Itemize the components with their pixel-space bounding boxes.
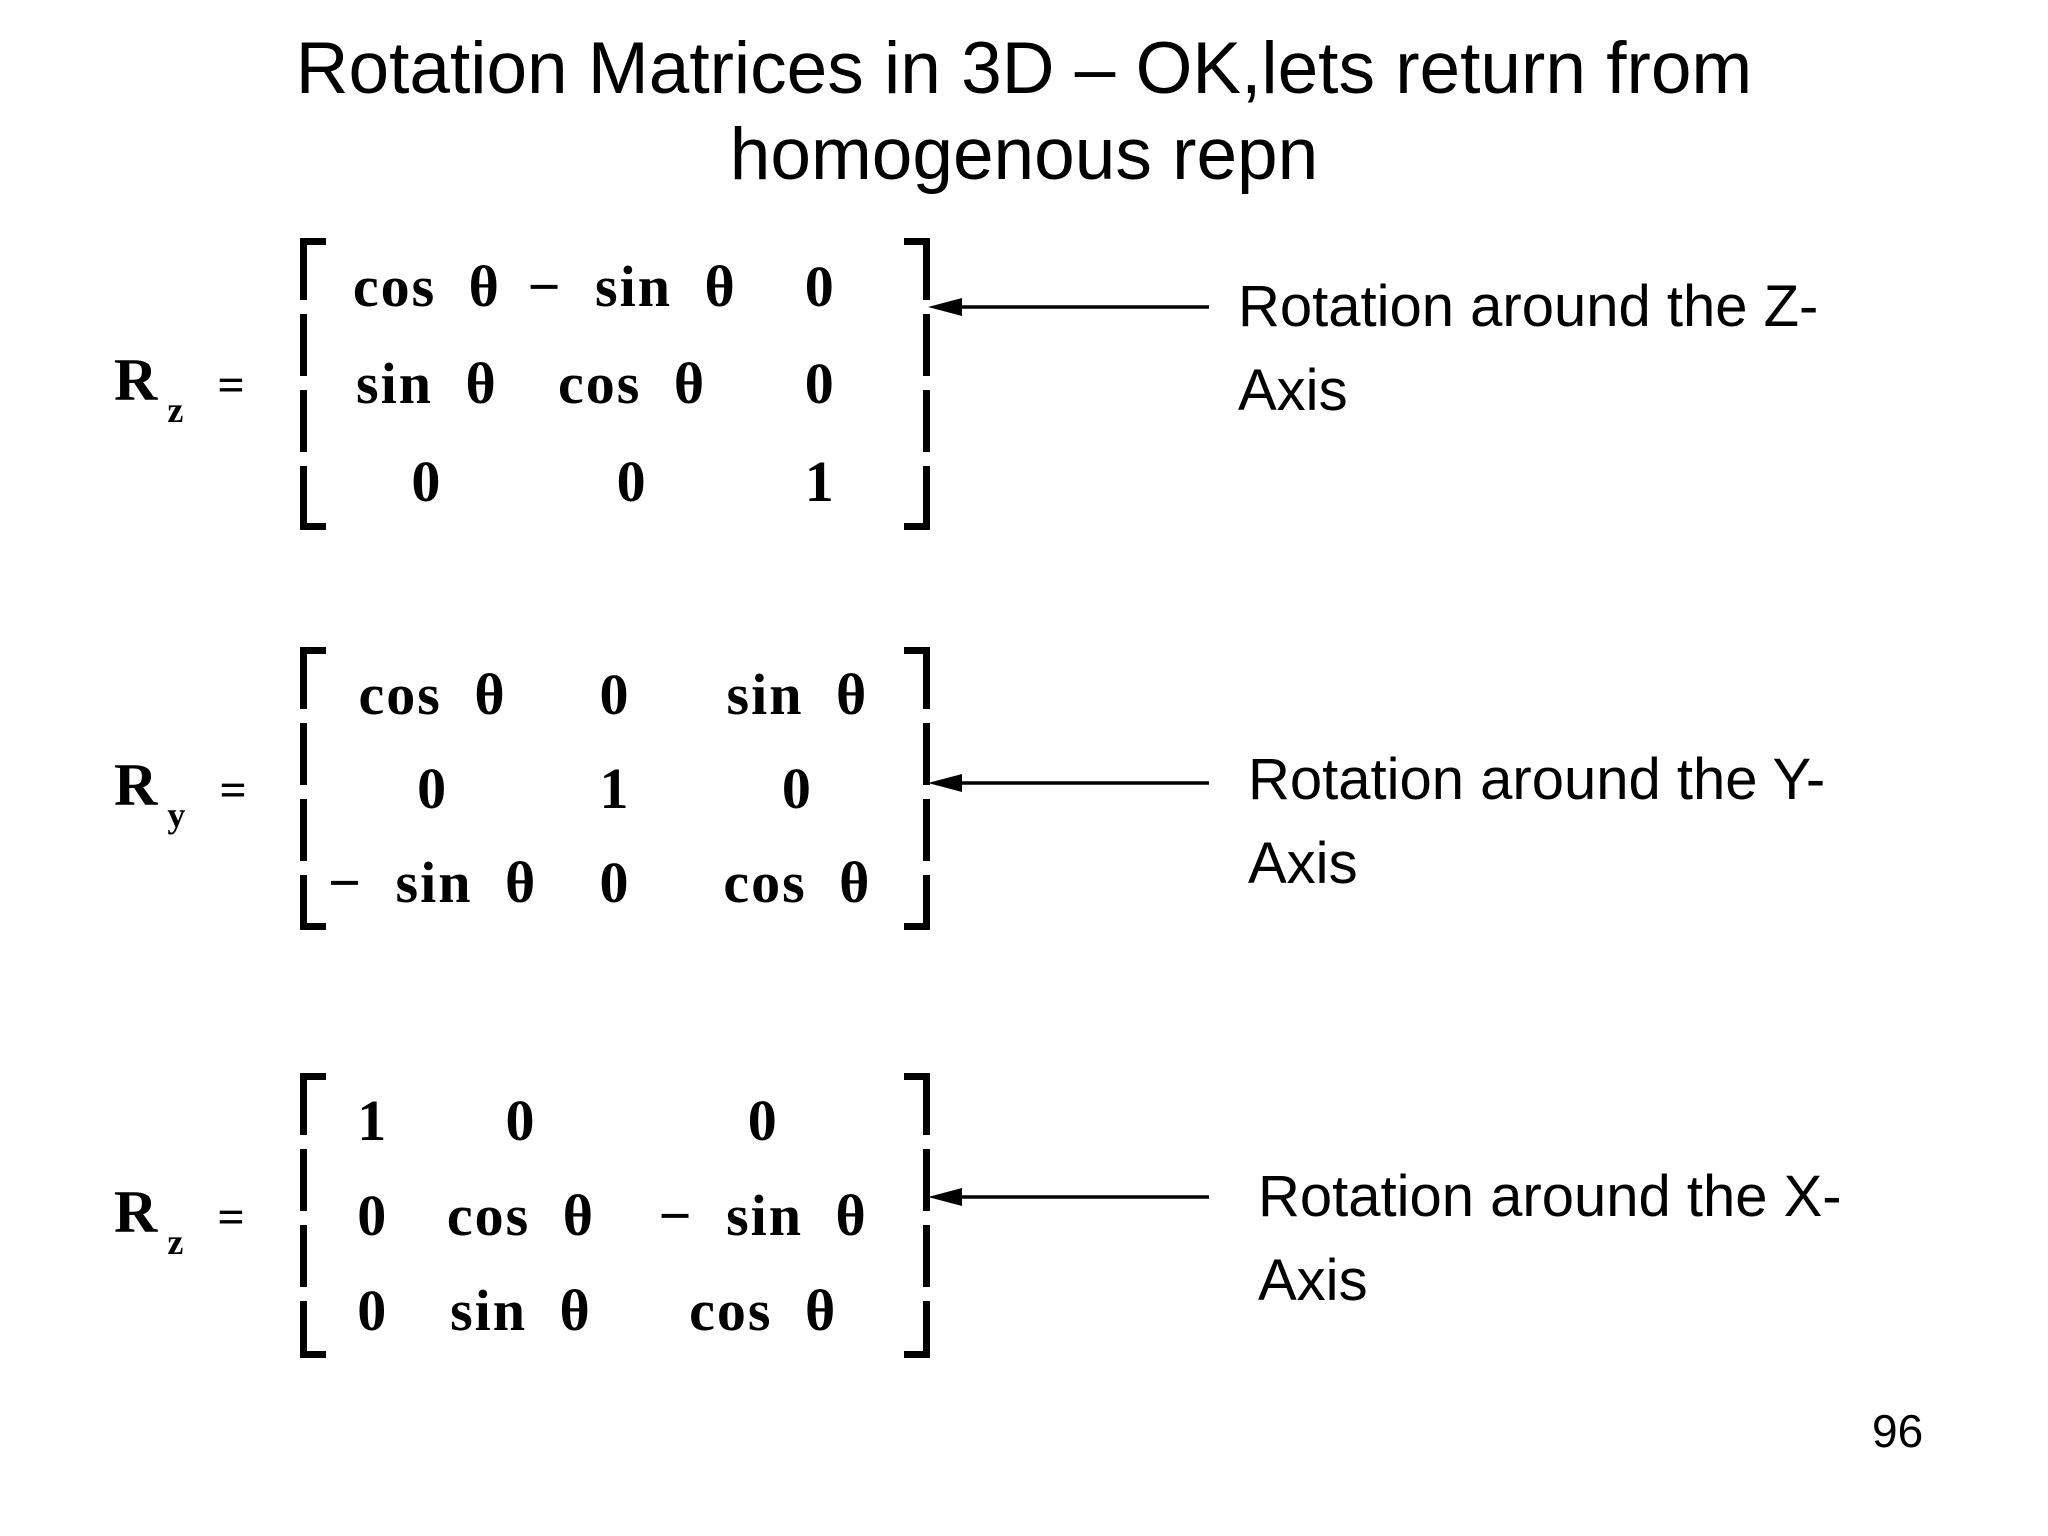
matrix-left-bracket [300, 238, 326, 530]
matrix-cell: 0 [781, 755, 813, 821]
matrix-cell: 0 [804, 254, 836, 320]
annotation-line1: Rotation around the X- [1258, 1164, 1842, 1229]
matrix-cell: − sin θ [527, 254, 737, 320]
rotation-matrix-x: 1 0 0 0 cos θ − sin θ 0 sin θ cos θ [300, 1073, 930, 1358]
annotation-z-axis: Rotation around the Z- Axis [1238, 265, 1898, 433]
slide-title: Rotation Matrices in 3D – OK,lets return… [0, 26, 2048, 198]
annotation-line1: Rotation around the Y- [1248, 747, 1826, 812]
matrix-cell: 0 [357, 1278, 389, 1343]
matrix-cell: cos θ [558, 351, 707, 417]
matrix-label-subscript: z [167, 390, 184, 430]
matrix-left-bracket [300, 1073, 326, 1358]
matrix-cell: 0 [357, 1183, 389, 1248]
matrix-cell: 0 [599, 850, 631, 916]
matrix-cell: 0 [599, 661, 631, 727]
matrix-label-base: R [114, 347, 158, 413]
matrix-label-subscript: z [167, 1222, 184, 1262]
matrix-cell: cos θ [723, 850, 872, 916]
matrix-cell: 0 [505, 1088, 537, 1153]
matrix-label-base: R [114, 1179, 158, 1245]
matrix-cell: − sin θ [658, 1183, 868, 1248]
rotation-matrix-z: cos θ − sin θ 0 sin θ cos θ 0 0 0 1 [300, 238, 930, 530]
annotation-line2: Axis [1258, 1248, 1368, 1313]
matrix-cell: sin θ [450, 1278, 592, 1343]
matrix-right-bracket [904, 238, 930, 530]
matrix-cell: sin θ [356, 351, 498, 417]
annotation-y-axis: Rotation around the Y- Axis [1248, 738, 1908, 906]
left-arrow-icon [928, 298, 1209, 316]
matrix-cell: cos θ [352, 254, 501, 320]
matrix-cell: cos θ [358, 661, 507, 727]
matrix-grid: cos θ − sin θ 0 sin θ cos θ 0 0 0 1 [330, 238, 900, 530]
equals-sign: = [217, 359, 245, 412]
rotation-matrix-y: cos θ 0 sin θ 0 1 0 − sin θ 0 cos θ [300, 647, 930, 930]
slide-title-line1: Rotation Matrices in 3D – OK,lets return… [295, 28, 1753, 109]
left-arrow-icon [928, 774, 1209, 792]
matrix-left-bracket [300, 647, 326, 930]
slide-title-line2: homogenous repn [729, 114, 1319, 195]
annotation-line1: Rotation around the Z- [1238, 274, 1819, 339]
matrix-label-rz2: R z = [114, 1182, 245, 1260]
left-arrow-icon [928, 1188, 1209, 1206]
matrix-cell: 0 [747, 1088, 779, 1153]
matrix-grid: 1 0 0 0 cos θ − sin θ 0 sin θ cos θ [330, 1073, 900, 1358]
equals-sign: = [219, 764, 247, 817]
annotation-x-axis: Rotation around the X- Axis [1258, 1155, 1918, 1323]
matrix-label-base: R [114, 752, 158, 818]
matrix-cell: 0 [804, 351, 836, 417]
matrix-right-bracket [904, 1073, 930, 1358]
matrix-label-rz: R z = [114, 350, 245, 428]
matrix-cell: − sin θ [327, 850, 538, 916]
matrix-cell: cos θ [446, 1183, 595, 1248]
annotation-line2: Axis [1248, 831, 1358, 896]
annotation-line2: Axis [1238, 358, 1348, 423]
matrix-cell: 1 [357, 1088, 389, 1153]
matrix-label-ry: R y = [114, 755, 247, 833]
matrix-grid: cos θ 0 sin θ 0 1 0 − sin θ 0 cos θ [327, 647, 900, 930]
matrix-cell: 1 [599, 755, 631, 821]
matrix-label-subscript: y [167, 795, 186, 835]
page-number: 96 [1872, 1405, 1924, 1457]
equals-sign: = [217, 1191, 245, 1244]
matrix-cell: sin θ [726, 661, 869, 727]
matrix-cell: 1 [804, 448, 836, 514]
matrix-cell: cos θ [689, 1278, 838, 1343]
matrix-right-bracket [904, 647, 930, 930]
matrix-cell: 0 [411, 448, 443, 514]
matrix-cell: 0 [616, 448, 648, 514]
matrix-cell: 0 [417, 755, 449, 821]
